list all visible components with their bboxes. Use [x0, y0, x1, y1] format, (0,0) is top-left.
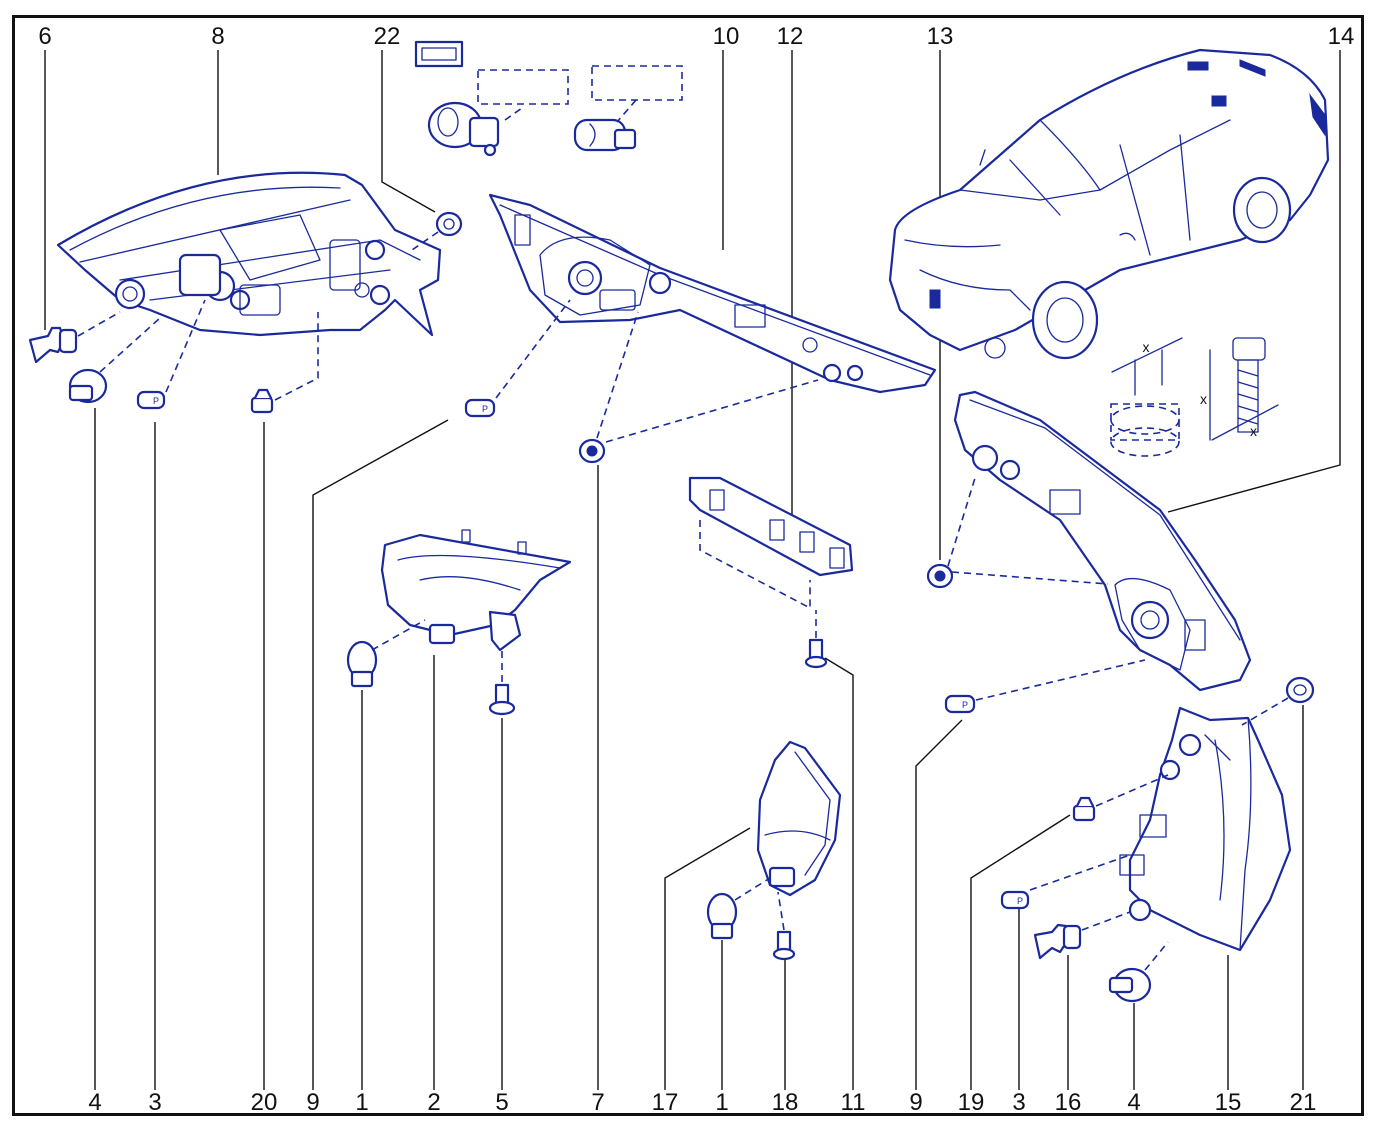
callout-bottom-1: 1	[355, 1089, 368, 1116]
callout-bottom-4: 4	[88, 1089, 101, 1116]
svg-text:P: P	[153, 396, 159, 406]
bulb-spec-box-2	[591, 65, 683, 101]
bulb-4-right	[1108, 967, 1152, 1003]
bulb-tag-inner	[421, 47, 457, 61]
nut-13	[926, 563, 954, 589]
callout-12: 12	[777, 23, 804, 50]
bulb-arrow-2	[616, 99, 637, 123]
bulb-1-side	[706, 892, 738, 940]
bulb-4-left	[68, 368, 108, 404]
callout-bottom-20: 20	[251, 1089, 278, 1116]
grommet-21	[1285, 676, 1315, 704]
bulb-3-right: P	[1000, 890, 1030, 910]
dimension-detail: x x x	[1110, 337, 1279, 457]
nut-7	[578, 438, 606, 464]
screw-5	[488, 683, 516, 716]
callout-bottom-1b: 1	[715, 1089, 728, 1116]
callout-8: 8	[211, 23, 224, 50]
leader-b9	[312, 419, 449, 1090]
bulb-arrow-1	[504, 107, 523, 121]
right-rear-lamp-15	[1119, 706, 1292, 952]
svg-text:P: P	[482, 404, 488, 414]
bulb-reference-group	[414, 40, 683, 157]
reference-bulb-large	[427, 101, 500, 157]
car-illustration	[888, 48, 1330, 360]
callout-bottom-16: 16	[1055, 1089, 1082, 1116]
fog-lamp-2	[380, 529, 572, 652]
leader-14	[1167, 50, 1341, 513]
callout-22: 22	[374, 23, 401, 50]
leader-b9b	[915, 719, 963, 1090]
bulb-9-right: P	[944, 694, 976, 714]
bulb-20-left	[250, 388, 274, 414]
callout-bottom-7: 7	[591, 1089, 604, 1116]
callout-bottom-3: 3	[148, 1089, 161, 1116]
callout-10: 10	[713, 23, 740, 50]
callout-bottom-17: 17	[652, 1089, 679, 1116]
callout-bottom-5: 5	[495, 1089, 508, 1116]
svg-text:P: P	[962, 700, 968, 710]
left-rear-lamp-assembly	[56, 171, 442, 337]
screw-18	[772, 930, 796, 961]
bulb-1-fog	[346, 640, 378, 688]
callout-bottom-21: 21	[1290, 1089, 1317, 1116]
callout-bottom-19: 19	[958, 1089, 985, 1116]
dimension-x-2: x	[1200, 391, 1207, 407]
screw-6	[28, 326, 78, 364]
grommet-22	[435, 211, 463, 237]
callout-14: 14	[1328, 23, 1355, 50]
callout-13: 13	[927, 23, 954, 50]
reference-bulb-wedge	[573, 118, 637, 152]
leader-b19	[970, 814, 1071, 1090]
leader-b17	[664, 827, 751, 1090]
callout-bottom-18: 18	[772, 1089, 799, 1116]
dimension-x-1: x	[1143, 339, 1150, 355]
bulb-spec-box-1	[477, 69, 569, 105]
screw-11	[804, 638, 828, 669]
bracket-12	[688, 476, 854, 577]
tailgate-lamp-right-14	[953, 390, 1252, 692]
callout-bottom-9: 9	[306, 1089, 319, 1116]
callout-6: 6	[38, 23, 51, 50]
svg-text:P: P	[1017, 896, 1023, 906]
leader-22	[381, 50, 436, 213]
callout-bottom-4b: 4	[1127, 1089, 1140, 1116]
callout-bottom-11: 11	[841, 1089, 866, 1116]
bulb-tag-box	[414, 40, 464, 68]
callout-bottom-3b: 3	[1012, 1089, 1025, 1116]
tailgate-lamp-left-10	[488, 193, 937, 394]
bulb-9-left: P	[464, 398, 496, 418]
callout-bottom-15: 15	[1215, 1089, 1242, 1116]
callout-bottom-2: 2	[427, 1089, 440, 1116]
top-callouts: 6 8 22 10 12 13 14	[38, 23, 1354, 50]
screw-16	[1033, 923, 1082, 960]
callout-bottom-9b: 9	[909, 1089, 922, 1116]
bulb-3-left: P	[136, 390, 166, 410]
side-lamp-17	[756, 740, 842, 897]
dimension-x-3: x	[1250, 423, 1257, 439]
leader-b11	[824, 657, 854, 1090]
bulb-19-right	[1072, 796, 1096, 822]
leader-lines	[44, 50, 1341, 1090]
bottom-callouts: 4 3 20 9 1 2 5 7 17 1 18 11 9 19 3 16 4 …	[88, 1089, 1316, 1116]
